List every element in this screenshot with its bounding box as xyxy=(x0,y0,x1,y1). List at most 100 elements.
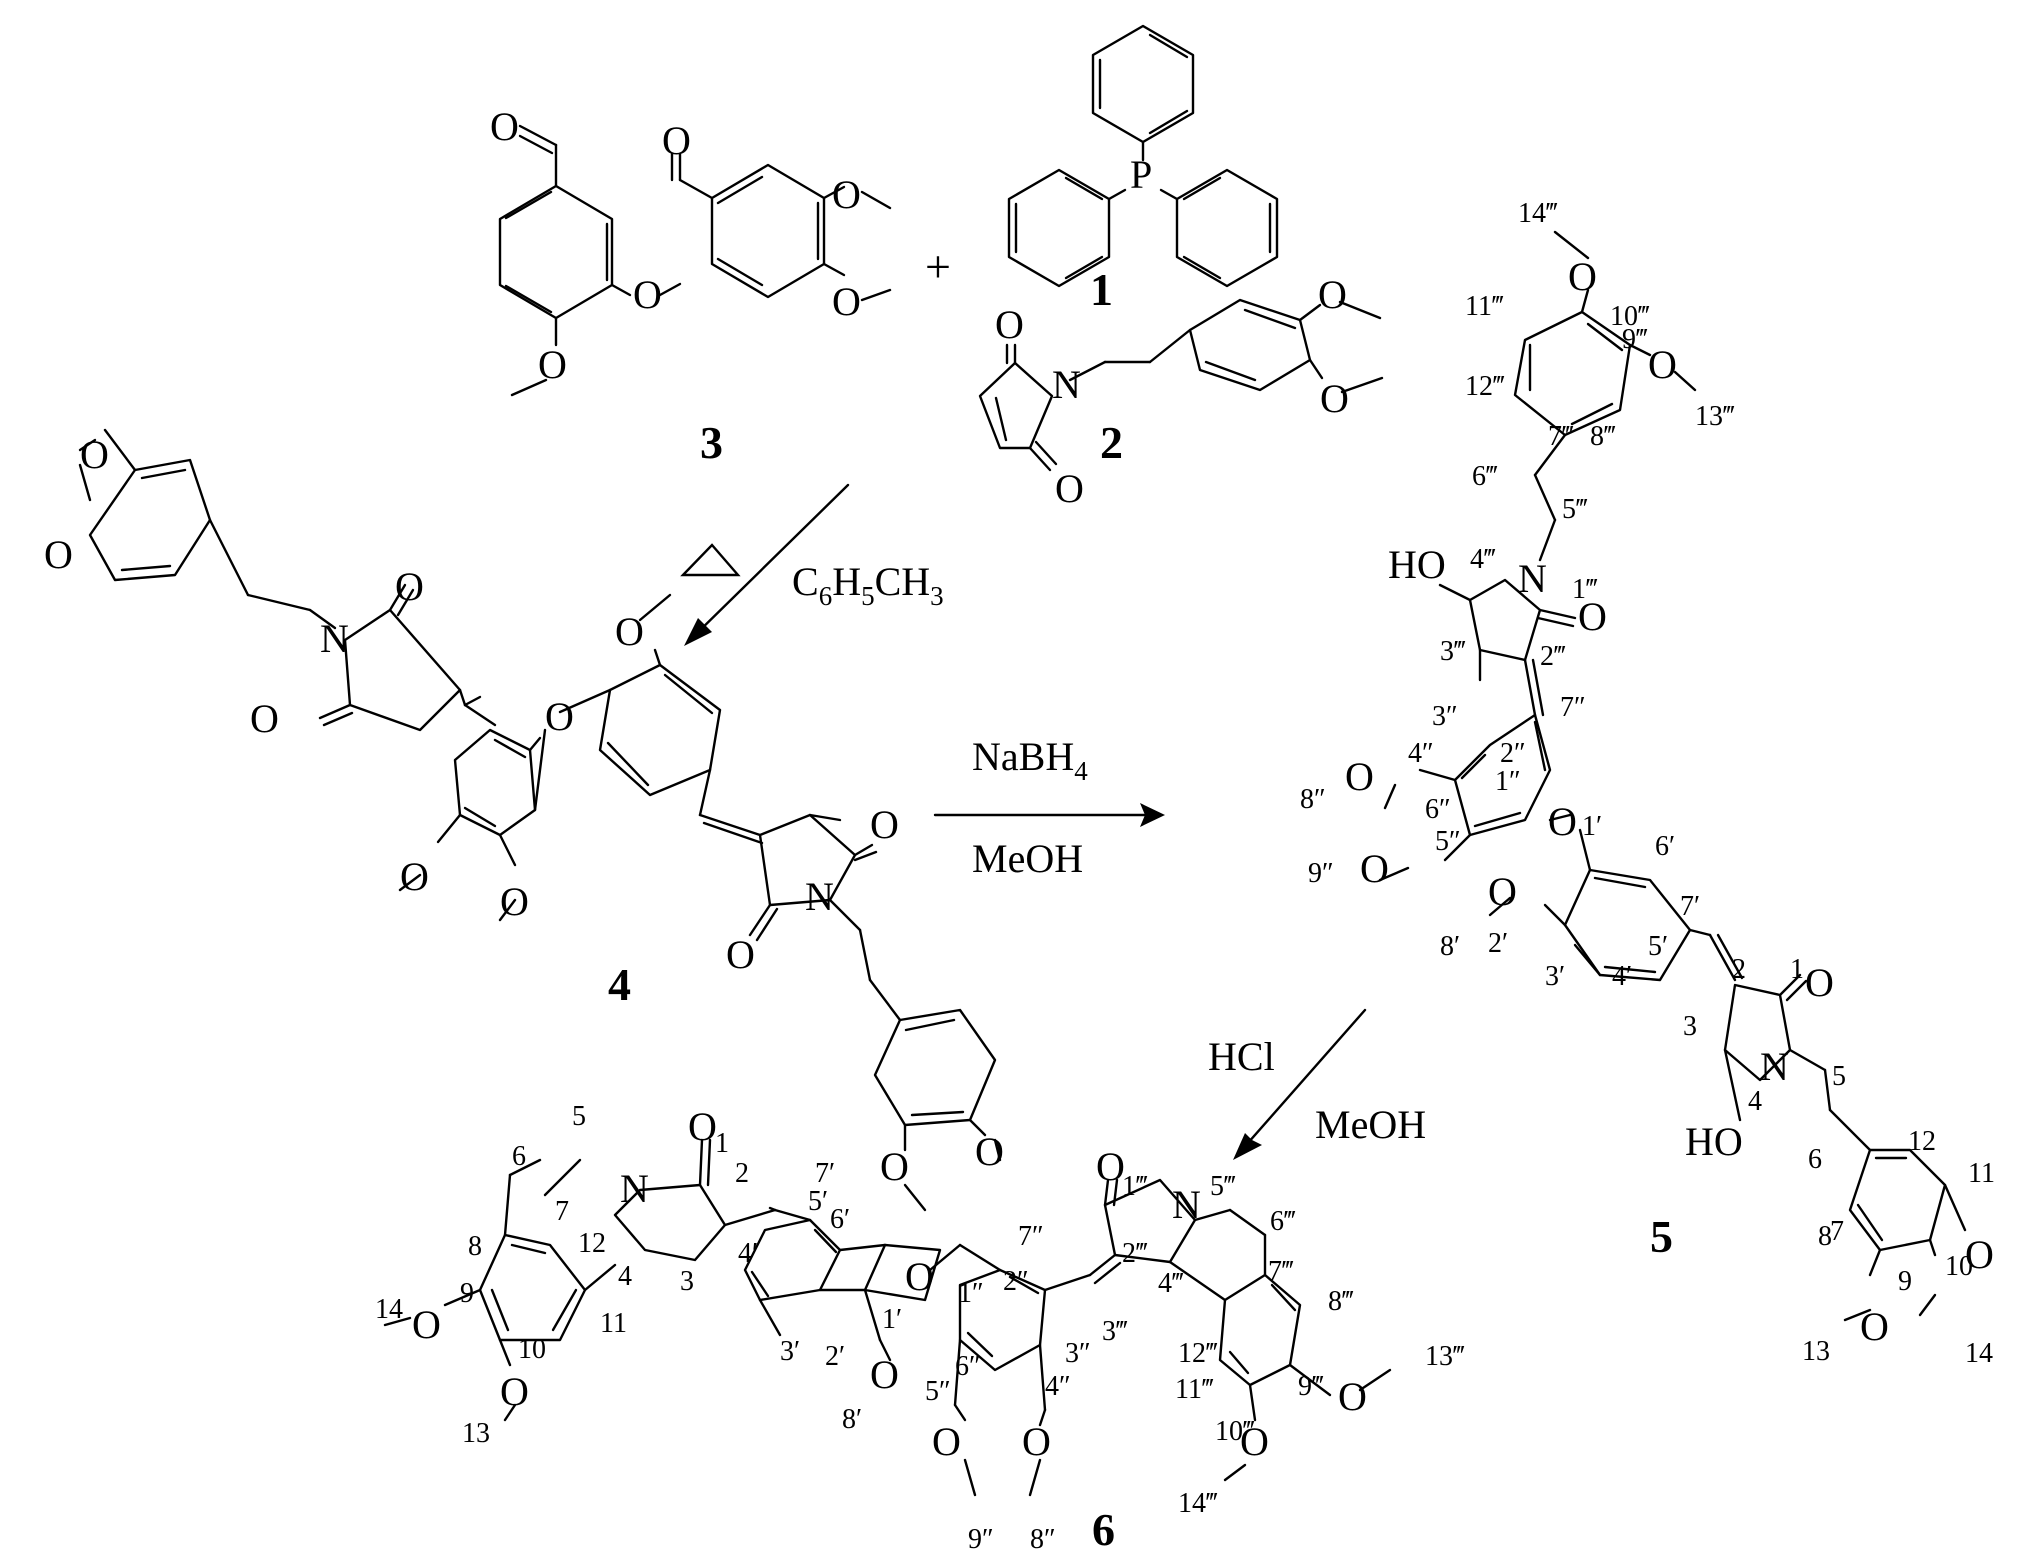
numbering-compound-5: 14‴ 11‴ 10‴ 9‴ 12‴ 13‴ 8‴ 7‴ 6‴ 5‴ 4‴ 1‴… xyxy=(1300,198,1995,1369)
numbering-compound-6: 5 1 2 7′ 6 7 12 8 4 3 9 11 14 10 13 5′ 4… xyxy=(375,1101,1465,1555)
atom-locant: 12‴ xyxy=(1465,371,1505,402)
atom-locant: 12 xyxy=(578,1228,606,1259)
structure-compound-1: P 1 xyxy=(1007,24,1279,315)
reaction-arrow-1 xyxy=(684,483,850,646)
compound-label-2: 2 xyxy=(1100,417,1123,468)
atom-locant: 9‴ xyxy=(1298,1371,1324,1402)
atom-O: O xyxy=(1096,1144,1125,1189)
atom-O: O xyxy=(490,104,519,149)
atom-locant: 7″ xyxy=(1018,1221,1044,1252)
atom-locant: 6″ xyxy=(1425,794,1451,825)
atom-O: O xyxy=(932,1419,961,1464)
atom-locant: 4‴ xyxy=(1470,544,1496,575)
atom-locant: 13 xyxy=(1802,1336,1830,1367)
atom-N: N xyxy=(1172,1182,1201,1227)
atom-locant: 3″ xyxy=(1065,1338,1091,1369)
atom-O: O xyxy=(1240,1419,1269,1464)
atom-locant: 2′ xyxy=(1488,928,1508,959)
structure-compound-4: O O N O O O O O O O N O O O 4 xyxy=(44,428,1004,1212)
atom-O: O xyxy=(1805,960,1834,1005)
atom-locant: 13 xyxy=(462,1418,490,1449)
atom-locant: 10 xyxy=(518,1334,546,1365)
atom-O: O xyxy=(870,802,899,847)
atom-locant: 8‴ xyxy=(1328,1286,1354,1317)
atom-locant: 1′ xyxy=(1582,811,1602,842)
atom-locant: 4′ xyxy=(1612,961,1632,992)
atom-locant: 4′ xyxy=(738,1238,758,1269)
atom-locant: 1″ xyxy=(958,1278,984,1309)
atom-N: N xyxy=(320,616,349,661)
atom-locant: 1″ xyxy=(1495,766,1521,797)
atom-O: O xyxy=(1055,466,1084,511)
atom-locant: 5 xyxy=(1832,1061,1846,1092)
atom-locant: 1′ xyxy=(882,1304,902,1335)
atom-O: O xyxy=(1488,869,1517,914)
atom-locant: 6″ xyxy=(955,1351,981,1382)
atom-locant: 8 xyxy=(468,1231,482,1262)
atom-locant: 9″ xyxy=(968,1524,994,1555)
atom-locant: 2‴ xyxy=(1122,1238,1148,1269)
atom-locant: 7′ xyxy=(1680,891,1700,922)
atom-locant: 5′ xyxy=(808,1186,828,1217)
atom-locant: 7 xyxy=(555,1196,569,1227)
atom-locant: 14 xyxy=(375,1294,403,1325)
atom-O: O xyxy=(615,609,644,654)
atom-locant: 4 xyxy=(1748,1086,1762,1117)
atom-locant: 3‴ xyxy=(1440,636,1466,667)
atom-locant: 6′ xyxy=(830,1204,850,1235)
atom-P: P xyxy=(1130,152,1152,197)
svg-text:C6H5CH3: C6H5CH3 xyxy=(792,559,944,611)
reaction-arrow-3 xyxy=(1233,1008,1367,1160)
atom-O: O xyxy=(832,279,861,324)
atom-O: O xyxy=(250,696,279,741)
atom-O: O xyxy=(500,1369,529,1414)
atom-O: O xyxy=(995,302,1024,347)
atom-O: O xyxy=(1965,1232,1994,1277)
atom-locant: 7‴ xyxy=(1268,1256,1294,1287)
atom-locant: 2‴ xyxy=(1540,641,1566,672)
atom-locant: 1‴ xyxy=(1572,574,1598,605)
structure-compound-6: O N O O O O O N O O O O 5 1 2 7′ 6 7 12 … xyxy=(375,1101,1465,1555)
atom-locant: 6‴ xyxy=(1270,1206,1296,1237)
reagent-nabh4: NaBH4 xyxy=(972,734,1088,786)
atom-N: N xyxy=(1518,556,1547,601)
atom-O: O xyxy=(545,694,574,739)
atom-O: O xyxy=(400,854,429,899)
atom-locant: 6 xyxy=(1808,1144,1822,1175)
atom-N: N xyxy=(805,874,834,919)
atom-locant: 5′ xyxy=(1648,931,1668,962)
plus-sign: + xyxy=(925,241,951,292)
atom-locant: 8′ xyxy=(1440,931,1460,962)
atom-locant: 2″ xyxy=(1500,738,1526,769)
atom-locant: 6′ xyxy=(1655,831,1675,862)
atom-locant: 12 xyxy=(1908,1126,1936,1157)
atom-locant: 7 xyxy=(1830,1216,1844,1247)
atom-locant: 11 xyxy=(1968,1158,1995,1189)
atom-locant: 3 xyxy=(1683,1011,1697,1042)
atom-O: O xyxy=(832,172,861,217)
heat-triangle xyxy=(680,543,741,577)
atom-O: O xyxy=(905,1254,934,1299)
atom-locant: 11‴ xyxy=(1175,1374,1214,1405)
atom-locant: 7″ xyxy=(1560,692,1586,723)
atom-locant: 1 xyxy=(1790,954,1804,985)
atom-locant: 9″ xyxy=(1308,858,1334,889)
atom-locant: 8 xyxy=(1818,1221,1832,1252)
atom-O: O xyxy=(1578,594,1607,639)
reagent-hcl: HCl xyxy=(1208,1034,1275,1079)
atom-locant: 13‴ xyxy=(1695,401,1735,432)
atom-locant: 3‴ xyxy=(1102,1316,1128,1347)
atom-O: O xyxy=(1360,846,1389,891)
atom-locant: 5‴ xyxy=(1562,494,1588,525)
atom-O: O xyxy=(1648,342,1677,387)
atom-locant: 5‴ xyxy=(1210,1171,1236,1202)
atom-O: O xyxy=(1022,1419,1051,1464)
atom-N: N xyxy=(620,1166,649,1211)
atom-O: O xyxy=(1318,272,1347,317)
solvent-meoh-2: MeOH xyxy=(1315,1102,1426,1147)
structure-compound-2: O N O O O 2 xyxy=(978,272,1384,511)
atom-O: O xyxy=(662,118,691,163)
atom-locant: 3 xyxy=(680,1266,694,1297)
atom-locant: 2′ xyxy=(825,1341,845,1372)
